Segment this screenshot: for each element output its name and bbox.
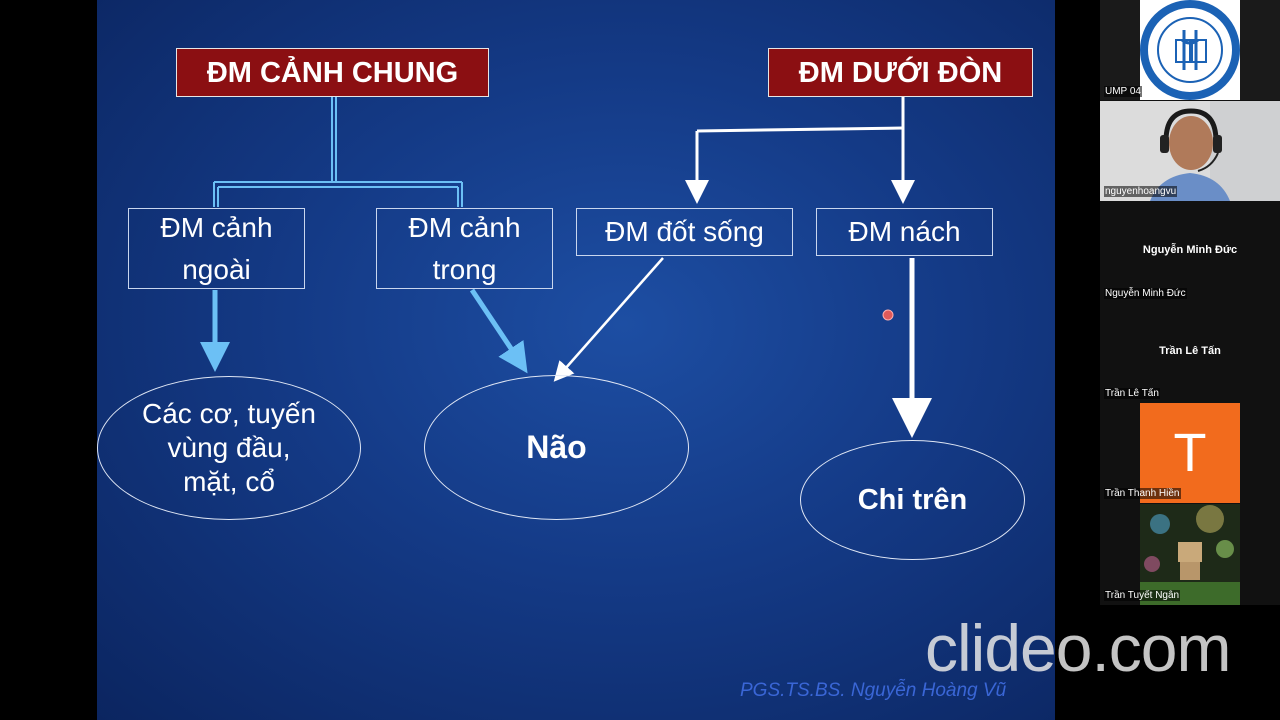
internal-carotid-line1: ĐM cảnh bbox=[408, 211, 521, 243]
brain-label: Não bbox=[526, 429, 587, 465]
participant-tile-le-tan[interactable]: Trần Lê Tấn Trần Lê Tấn bbox=[1100, 303, 1280, 403]
profile-photo bbox=[1140, 504, 1240, 605]
subclavian-branch-lines bbox=[685, 97, 915, 204]
participant-name: Trần Tuyết Ngân bbox=[1104, 590, 1181, 601]
laser-pointer bbox=[882, 309, 894, 321]
external-carotid-line1: ĐM cảnh bbox=[160, 211, 273, 243]
participant-name: nguyenhoangvu bbox=[1104, 186, 1178, 197]
participant-name: Nguyễn Minh Đức bbox=[1104, 288, 1187, 299]
axillary-box: ĐM nách bbox=[816, 208, 993, 256]
muscles-line2: vùng đầu, bbox=[167, 432, 291, 463]
participant-tile-tuyet-ngan[interactable]: Trần Tuyết Ngân bbox=[1100, 504, 1280, 605]
participant-tile-presenter[interactable]: nguyenhoangvu bbox=[1100, 101, 1280, 201]
participant-center-name: Nguyễn Minh Đức bbox=[1142, 244, 1238, 256]
internal-carotid-line2: trong bbox=[432, 253, 497, 285]
upper-limb-label: Chi trên bbox=[857, 483, 968, 516]
upper-limb-ellipse: Chi trên bbox=[800, 440, 1025, 560]
participant-name: UMP 04 bbox=[1104, 86, 1142, 97]
participant-tile-ump[interactable]: UMP 04 bbox=[1100, 0, 1280, 100]
participants-panel[interactable]: UMP 04 nguyenhoangvu Nguyễn Minh Đức Ngu… bbox=[1100, 0, 1280, 605]
brain-ellipse: Não bbox=[424, 375, 689, 520]
muscles-line1: Các cơ, tuyến bbox=[142, 398, 316, 429]
vertebral-box: ĐM đốt sống bbox=[576, 208, 793, 256]
university-logo bbox=[1140, 0, 1240, 100]
arrow-int-carotid-to-brain bbox=[469, 288, 528, 374]
internal-carotid-box: ĐM cảnh trong bbox=[376, 208, 553, 289]
external-carotid-line2: ngoài bbox=[182, 253, 251, 285]
external-carotid-box: ĐM cảnh ngoài bbox=[128, 208, 305, 289]
participant-center-name: Trần Lê Tấn bbox=[1159, 345, 1221, 357]
head-neck-muscles-ellipse: Các cơ, tuyến vùng đầu, mặt, cổ bbox=[97, 376, 361, 520]
avatar-initial: T bbox=[1173, 423, 1207, 483]
university-seal-icon bbox=[1140, 0, 1240, 100]
participant-name: Trần Lê Tấn bbox=[1104, 388, 1160, 399]
diagram-connectors bbox=[200, 97, 932, 438]
slide-author-credit: PGS.TS.BS. Nguyễn Hoàng Vũ bbox=[740, 680, 1007, 701]
participant-name: Trần Thanh Hiền bbox=[1104, 488, 1181, 499]
arrow-vertebral-to-brain bbox=[553, 257, 664, 382]
participant-tile-minh-duc[interactable]: Nguyễn Minh Đức Nguyễn Minh Đức bbox=[1100, 202, 1280, 302]
participant-tile-thanh-hien[interactable]: T Trần Thanh Hiền bbox=[1100, 403, 1280, 503]
carotid-branch-lines bbox=[213, 97, 463, 207]
subclavian-box: ĐM DƯỚI ĐÒN bbox=[768, 48, 1033, 97]
muscles-line3: mặt, cổ bbox=[183, 466, 275, 497]
presentation-slide: ĐM CẢNH CHUNG ĐM DƯỚI ĐÒN ĐM cảnh ngoài … bbox=[97, 0, 1055, 720]
avatar: T bbox=[1140, 403, 1240, 503]
clideo-watermark: clideo.com bbox=[925, 611, 1231, 685]
common-carotid-box: ĐM CẢNH CHUNG bbox=[176, 48, 489, 97]
presenter-video-frame bbox=[1100, 101, 1280, 201]
